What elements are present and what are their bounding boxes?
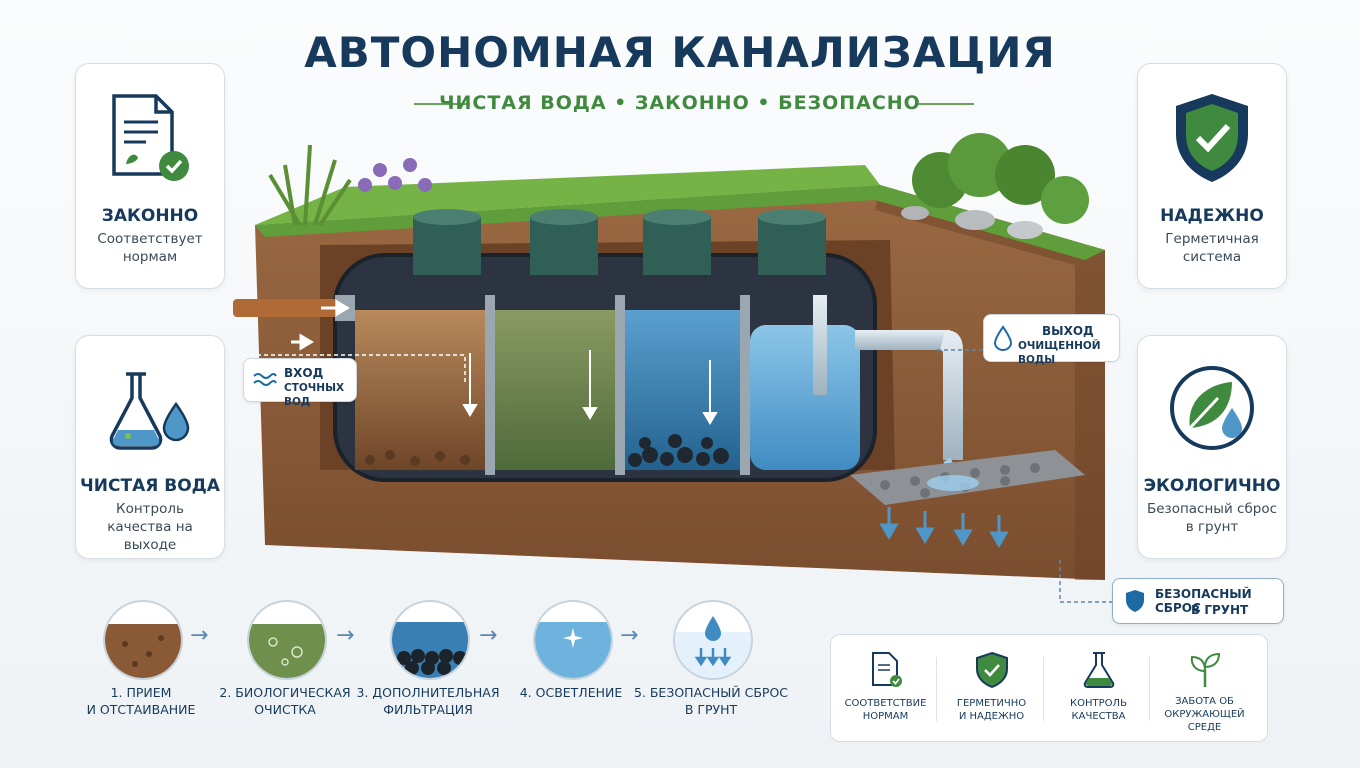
chamber-1 [355,310,485,470]
discharge-label: БЕЗОПАСНЫЙ СБРОС В ГРУНТ [1112,578,1284,624]
flask-drop-icon [109,372,190,450]
shield-icon [1126,590,1144,612]
card-reliable: НАДЕЖНО Герметичная система [1137,63,1287,289]
step-3-icon [390,600,470,680]
discharge-connector [1059,560,1114,603]
card-eco-title: ЭКОЛОГИЧНО [1143,476,1281,496]
chamber-2 [495,310,615,470]
waves-icon [253,373,277,386]
step-arrow-2: → [336,623,355,648]
card-clean-title: ЧИСТАЯ ВОДА [80,476,220,496]
shield-check-icon [976,651,1008,689]
shield-check-icon [1176,94,1248,182]
discharge-label-line1: БЕЗОПАСНЫЙ СБРОС [1155,587,1252,615]
outlet-label: ВЫХОД ОЧИЩЕННОЙ ВОДЫ [983,314,1120,366]
card-reliable-text: Герметичная система [1165,231,1259,265]
septic-cross-section [233,133,1105,580]
page-subtitle: ЧИСТАЯ ВОДА • ЗАКОННО • БЕЗОПАСНО [439,92,921,114]
step-arrow-4: → [620,623,639,648]
flask-icon [1083,652,1115,688]
step-2-icon [247,600,327,680]
card-reliable-title: НАДЕЖНО [1160,206,1264,226]
card-legal-title: ЗАКОННО [101,206,199,226]
inlet-label-line1: ВХОД [284,366,324,380]
card-eco-text: Безопасный сброс в грунт [1146,501,1278,535]
chamber-4 [750,325,860,470]
step-5-icon [673,600,753,680]
tank-hatches [413,209,826,275]
plants-left [268,144,432,227]
step-arrow-1: → [190,623,209,648]
outlet-label-line1: ВЫХОД [1042,324,1094,338]
step-4-icon [533,600,613,680]
outlet-label-line2: ОЧИЩЕННОЙ ВОДЫ [1018,340,1101,366]
step-4-label: 4. ОСВЕТЛЕНИЕ [519,685,623,700]
card-legal-text: Соответствует нормам [97,231,203,265]
sprout-icon [1190,652,1221,687]
card-legal: ЗАКОННО Соответствует нормам [75,63,225,289]
card-clean-water: ЧИСТАЯ ВОДА Контроль качества на выходе [75,335,225,559]
document-check-icon [112,94,189,181]
bushes-right [901,133,1089,239]
card-clean-text: Контроль качества на выходе [107,501,193,553]
outlet-pipe [855,330,950,350]
document-check-icon [872,652,902,687]
drop-icon [993,325,1013,351]
subtitle-line-left [414,103,470,105]
inlet-pipe [233,299,353,317]
inlet-label-line2: СТОЧНЫХ ВОД [284,382,345,408]
step-arrow-3: → [479,623,498,648]
card-eco: ЭКОЛОГИЧНО Безопасный сброс в грунт [1137,335,1287,559]
subtitle-line-right [918,103,974,105]
discharge-label-line2: В ГРУНТ [1191,603,1249,617]
grass-surface [255,185,1105,260]
leaf-drop-icon [1170,366,1254,450]
page-title: АВТОНОМНАЯ КАНАЛИЗАЦИЯ [304,28,1056,77]
step-1-icon [103,600,183,680]
inlet-label: ВХОД СТОЧНЫХ ВОД [243,358,357,408]
